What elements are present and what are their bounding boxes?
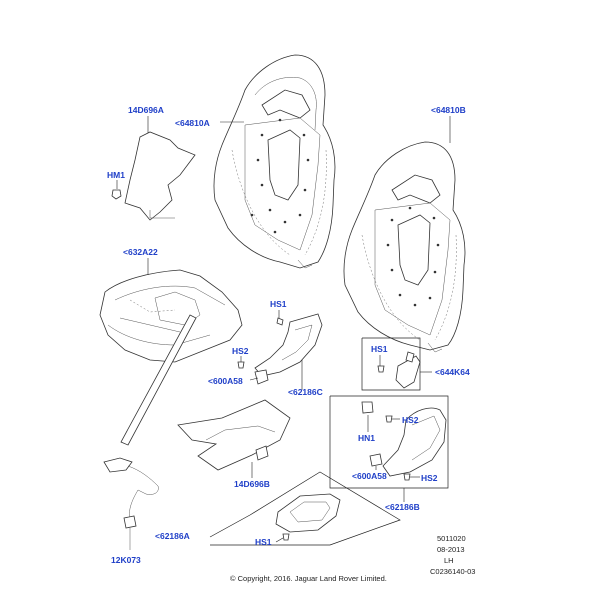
ref-code: 5011020	[437, 534, 466, 543]
label-14d696a[interactable]: 14D696A	[128, 105, 164, 115]
seat-back-cover-64810a[interactable]	[213, 54, 336, 269]
label-hs1-upper[interactable]: HS1	[270, 299, 287, 309]
side-panel-62186b[interactable]	[382, 407, 447, 477]
label-hs2-right[interactable]: HS2	[402, 415, 419, 425]
clip-hn1[interactable]	[361, 401, 374, 414]
cover-64810b-fasteners	[386, 206, 440, 307]
module-644k64[interactable]	[377, 351, 421, 389]
label-62186a[interactable]: <62186A	[155, 531, 190, 541]
side-panel-62186c[interactable]	[254, 313, 323, 377]
bracket-600a58-left[interactable]	[254, 369, 269, 385]
trim-62186a[interactable]	[275, 493, 341, 541]
label-600a58-right[interactable]: <600A58	[352, 471, 387, 481]
panel-box-62186b	[329, 395, 449, 489]
label-62186b[interactable]: <62186B	[385, 502, 420, 512]
label-600a58-left[interactable]: <600A58	[208, 376, 243, 386]
module-box-644k64	[361, 337, 421, 391]
label-hm1[interactable]: HM1	[107, 170, 125, 180]
screw-hs2-lower[interactable]	[403, 473, 411, 481]
label-62186c[interactable]: <62186C	[288, 387, 323, 397]
heater-element-strip[interactable]	[120, 314, 197, 446]
clip-hm1[interactable]	[111, 189, 122, 200]
label-644k64[interactable]: <644K64	[435, 367, 470, 377]
foam-pad-14d696a[interactable]	[124, 131, 196, 221]
wiring-harness-12k073[interactable]	[103, 457, 159, 550]
label-64810b[interactable]: <64810B	[431, 105, 466, 115]
ref-date: 08-2013	[437, 545, 465, 554]
cover-64810a-fasteners	[250, 118, 310, 234]
copyright-notice: © Copyright, 2016. Jaguar Land Rover Lim…	[230, 574, 387, 583]
label-64810a[interactable]: <64810A	[175, 118, 210, 128]
label-hs1-lower[interactable]: HS1	[255, 537, 272, 547]
trim-box-62186a	[209, 471, 401, 546]
label-hs1-box[interactable]: HS1	[371, 344, 388, 354]
seat-back-cover-64810b[interactable]	[343, 141, 466, 353]
screw-hs2-right[interactable]	[385, 415, 393, 423]
heater-pad-14d696b[interactable]	[177, 399, 291, 471]
bracket-600a58-right[interactable]	[369, 453, 383, 467]
label-14d696b[interactable]: 14D696B	[234, 479, 270, 489]
ref-side: LH	[444, 556, 454, 565]
screw-hs2-left[interactable]	[237, 361, 245, 369]
seat-cushion-632a22[interactable]	[99, 269, 243, 363]
label-hs2-lower[interactable]: HS2	[421, 473, 438, 483]
label-12k073[interactable]: 12K073	[111, 555, 141, 565]
label-632a22[interactable]: <632A22	[123, 247, 158, 257]
ref-illustration-number: C0236140-03	[430, 567, 475, 576]
label-hs2-left[interactable]: HS2	[232, 346, 249, 356]
label-hn1[interactable]: HN1	[358, 433, 375, 443]
